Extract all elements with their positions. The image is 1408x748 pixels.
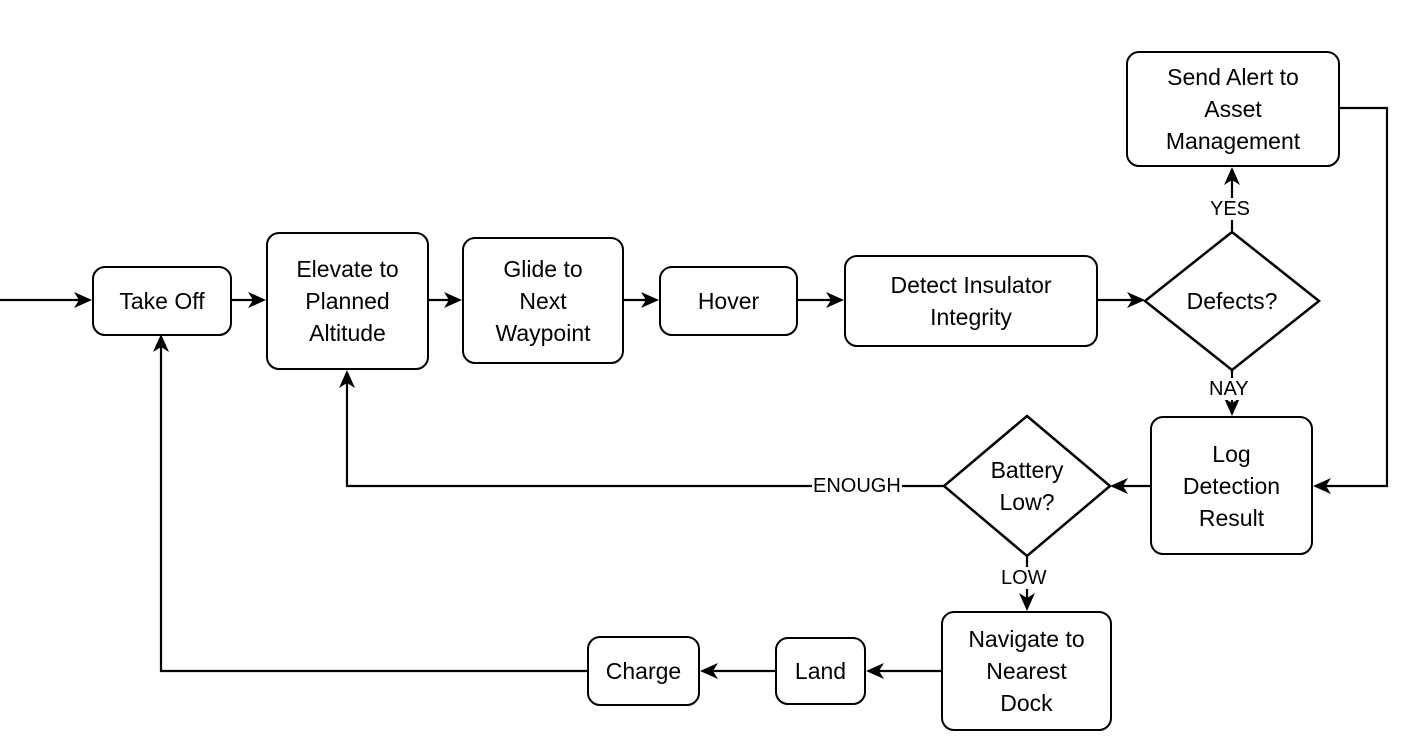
detect-node: Detect Insulator Integrity bbox=[844, 255, 1098, 347]
arrowhead bbox=[826, 292, 844, 308]
low-edge-label: LOW bbox=[1000, 567, 1048, 589]
arrowhead bbox=[866, 663, 884, 679]
arrowhead bbox=[1127, 292, 1145, 308]
arrowhead bbox=[153, 334, 169, 352]
enough-edge-label: ENOUGH bbox=[812, 475, 902, 497]
arrowhead bbox=[1110, 478, 1128, 494]
edge-charge-takeoff bbox=[159, 342, 587, 673]
defects-decision-label: Defects? bbox=[1186, 288, 1278, 314]
hover-node: Hover bbox=[659, 266, 798, 336]
send-alert-node: Send Alert to Asset Management bbox=[1126, 51, 1340, 167]
arrowhead bbox=[641, 292, 659, 308]
arrowhead bbox=[74, 292, 92, 308]
edge-battery-elevate bbox=[345, 378, 944, 488]
take-off-node: Take Off bbox=[92, 266, 232, 336]
arrowhead bbox=[444, 292, 462, 308]
arrowhead bbox=[248, 292, 266, 308]
arrowhead bbox=[1224, 167, 1240, 185]
land-node: Land bbox=[775, 637, 866, 705]
log-result-node: Log Detection Result bbox=[1150, 416, 1313, 555]
navigate-node: Navigate to Nearest Dock bbox=[941, 611, 1112, 731]
arrowhead bbox=[1224, 398, 1240, 416]
arrowhead bbox=[1313, 478, 1331, 494]
edge-sendalert-log bbox=[1321, 106, 1389, 488]
yes-edge-label: YES bbox=[1209, 198, 1252, 220]
arrowhead bbox=[700, 663, 718, 679]
nay-edge-label: NAY bbox=[1208, 378, 1250, 400]
battery-decision-label: Battery Low? bbox=[990, 457, 1064, 515]
elevate-node: Elevate to Planned Altitude bbox=[266, 232, 429, 370]
charge-node: Charge bbox=[587, 636, 700, 706]
arrowhead bbox=[339, 370, 355, 388]
arrowhead bbox=[1019, 593, 1035, 611]
glide-node: Glide to Next Waypoint bbox=[462, 237, 624, 364]
